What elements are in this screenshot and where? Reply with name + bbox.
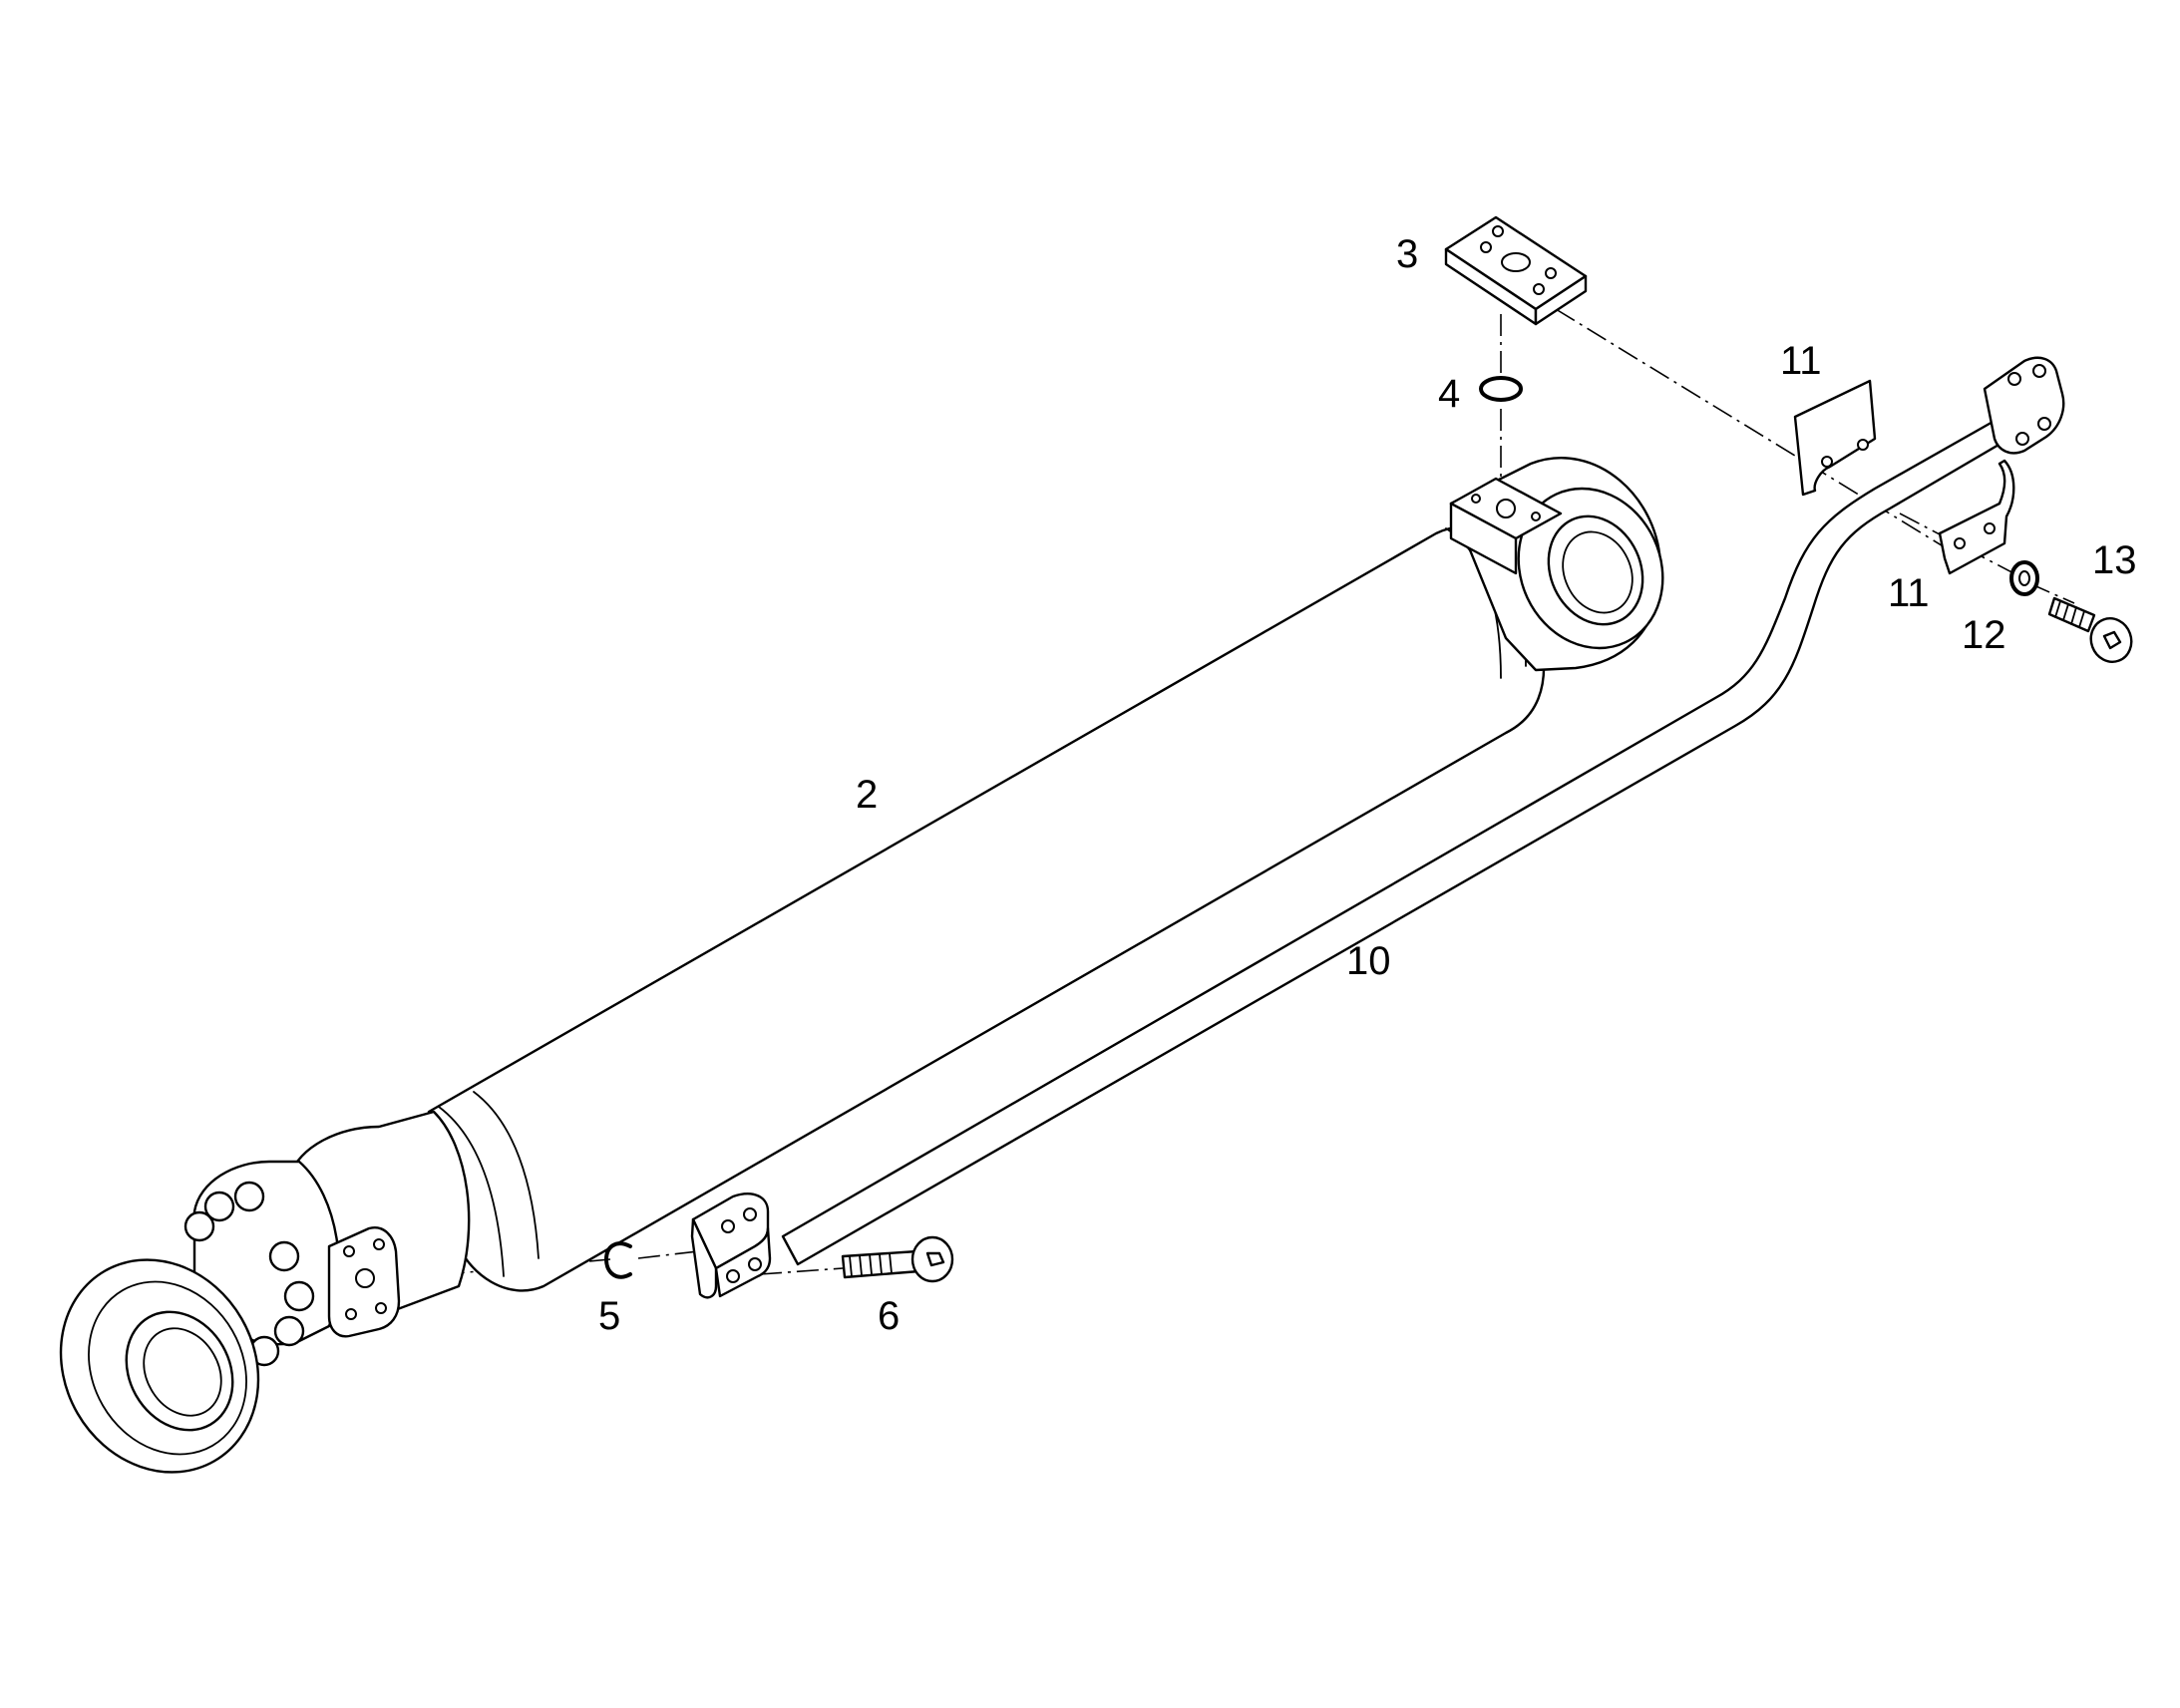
rod-end-bore	[1562, 530, 1634, 614]
callout-2: 2	[856, 773, 878, 817]
port-bolt-hole	[345, 1308, 357, 1320]
screw-13-socket	[2102, 630, 2122, 650]
washer-12-hole	[2018, 570, 2030, 586]
flange-block-front	[690, 1217, 718, 1299]
pipe-assembly	[781, 356, 2065, 1266]
rod-end-port-block-side	[1449, 502, 1518, 575]
bracket-hole	[1821, 456, 1833, 468]
cap-screw-6	[841, 1235, 954, 1283]
screw-6-socket	[925, 1251, 945, 1267]
port-bolt-hole	[343, 1245, 355, 1257]
bracket-lower	[1938, 459, 2015, 575]
bracket-11-lower	[1938, 459, 2015, 575]
o-ring-5	[604, 1241, 632, 1279]
callout-3: 3	[1396, 232, 1418, 276]
port-bolt-hole	[375, 1302, 387, 1314]
barrel-band-line	[438, 1106, 505, 1277]
port-plate-center-hole	[1501, 252, 1531, 272]
screw-6-thread	[849, 1252, 893, 1277]
split-flange-block	[690, 1193, 772, 1299]
rod-end-bushing	[1547, 514, 1644, 626]
flange-bolt-hole	[2007, 372, 2021, 386]
callout-6: 6	[878, 1294, 900, 1338]
hex-bolt	[283, 1280, 315, 1312]
barrel-band-line	[473, 1091, 540, 1259]
hex-bolt	[268, 1240, 300, 1272]
callout-labels: 2 3 4 5 6 10 11 11 12 13	[598, 232, 2137, 1338]
bracket-hole	[1954, 537, 1966, 549]
port-hole	[355, 1268, 375, 1288]
callout-5: 5	[598, 1294, 620, 1338]
port-plate-bolt-hole	[1533, 283, 1545, 295]
bracket-hole	[1857, 439, 1869, 451]
leader-oring-to-flange	[637, 1250, 699, 1259]
callout-11-upper: 11	[1780, 339, 1822, 383]
callout-13: 13	[2092, 538, 2137, 582]
port-hole	[1496, 499, 1516, 518]
port-bolt-hole	[373, 1238, 385, 1250]
callout-12: 12	[1962, 613, 2006, 657]
flange-bolt-hole	[2037, 417, 2051, 431]
flange-bolt-hole	[2015, 432, 2029, 446]
bracket-hole	[1984, 522, 1996, 534]
hex-bolt	[183, 1210, 215, 1242]
flange-block-hole	[743, 1207, 757, 1221]
port-plate-bolt-hole	[1545, 267, 1557, 279]
cap-screw-13	[2047, 596, 2133, 663]
port-plate-bolt-hole	[1480, 241, 1492, 253]
callout-10: 10	[1346, 939, 1391, 983]
flange-bolt-hole	[2032, 364, 2046, 378]
port-bolt-hole	[1531, 512, 1541, 521]
flange-block-hole	[726, 1269, 740, 1283]
bracket-upper	[1793, 379, 1877, 497]
head-eye-rim	[88, 1280, 247, 1456]
hydraulic-cylinder	[59, 457, 1664, 1474]
port-plate-bolt-hole	[1492, 225, 1504, 237]
screw-13-shank	[2047, 596, 2096, 633]
head-eye-bore	[143, 1327, 222, 1417]
hex-bolt	[273, 1315, 305, 1347]
port-plate-side	[1534, 274, 1588, 326]
flange-block-hole	[748, 1257, 762, 1271]
head-eye-bushing	[125, 1310, 234, 1432]
screw-13-thread	[2054, 600, 2085, 628]
leader-flange-to-screw	[759, 1267, 844, 1275]
flange-block-hole	[721, 1219, 735, 1233]
bracket-11-upper	[1793, 379, 1877, 497]
port-bolt-hole	[1471, 494, 1481, 504]
hex-bolt	[203, 1191, 235, 1222]
hex-bolt	[233, 1181, 265, 1212]
o-ring-4	[1479, 376, 1523, 402]
leader-3-to-brackets	[1555, 308, 1956, 554]
port-plate	[1444, 215, 1588, 326]
callout-11-lower: 11	[1888, 571, 1930, 615]
callout-4: 4	[1438, 372, 1460, 416]
